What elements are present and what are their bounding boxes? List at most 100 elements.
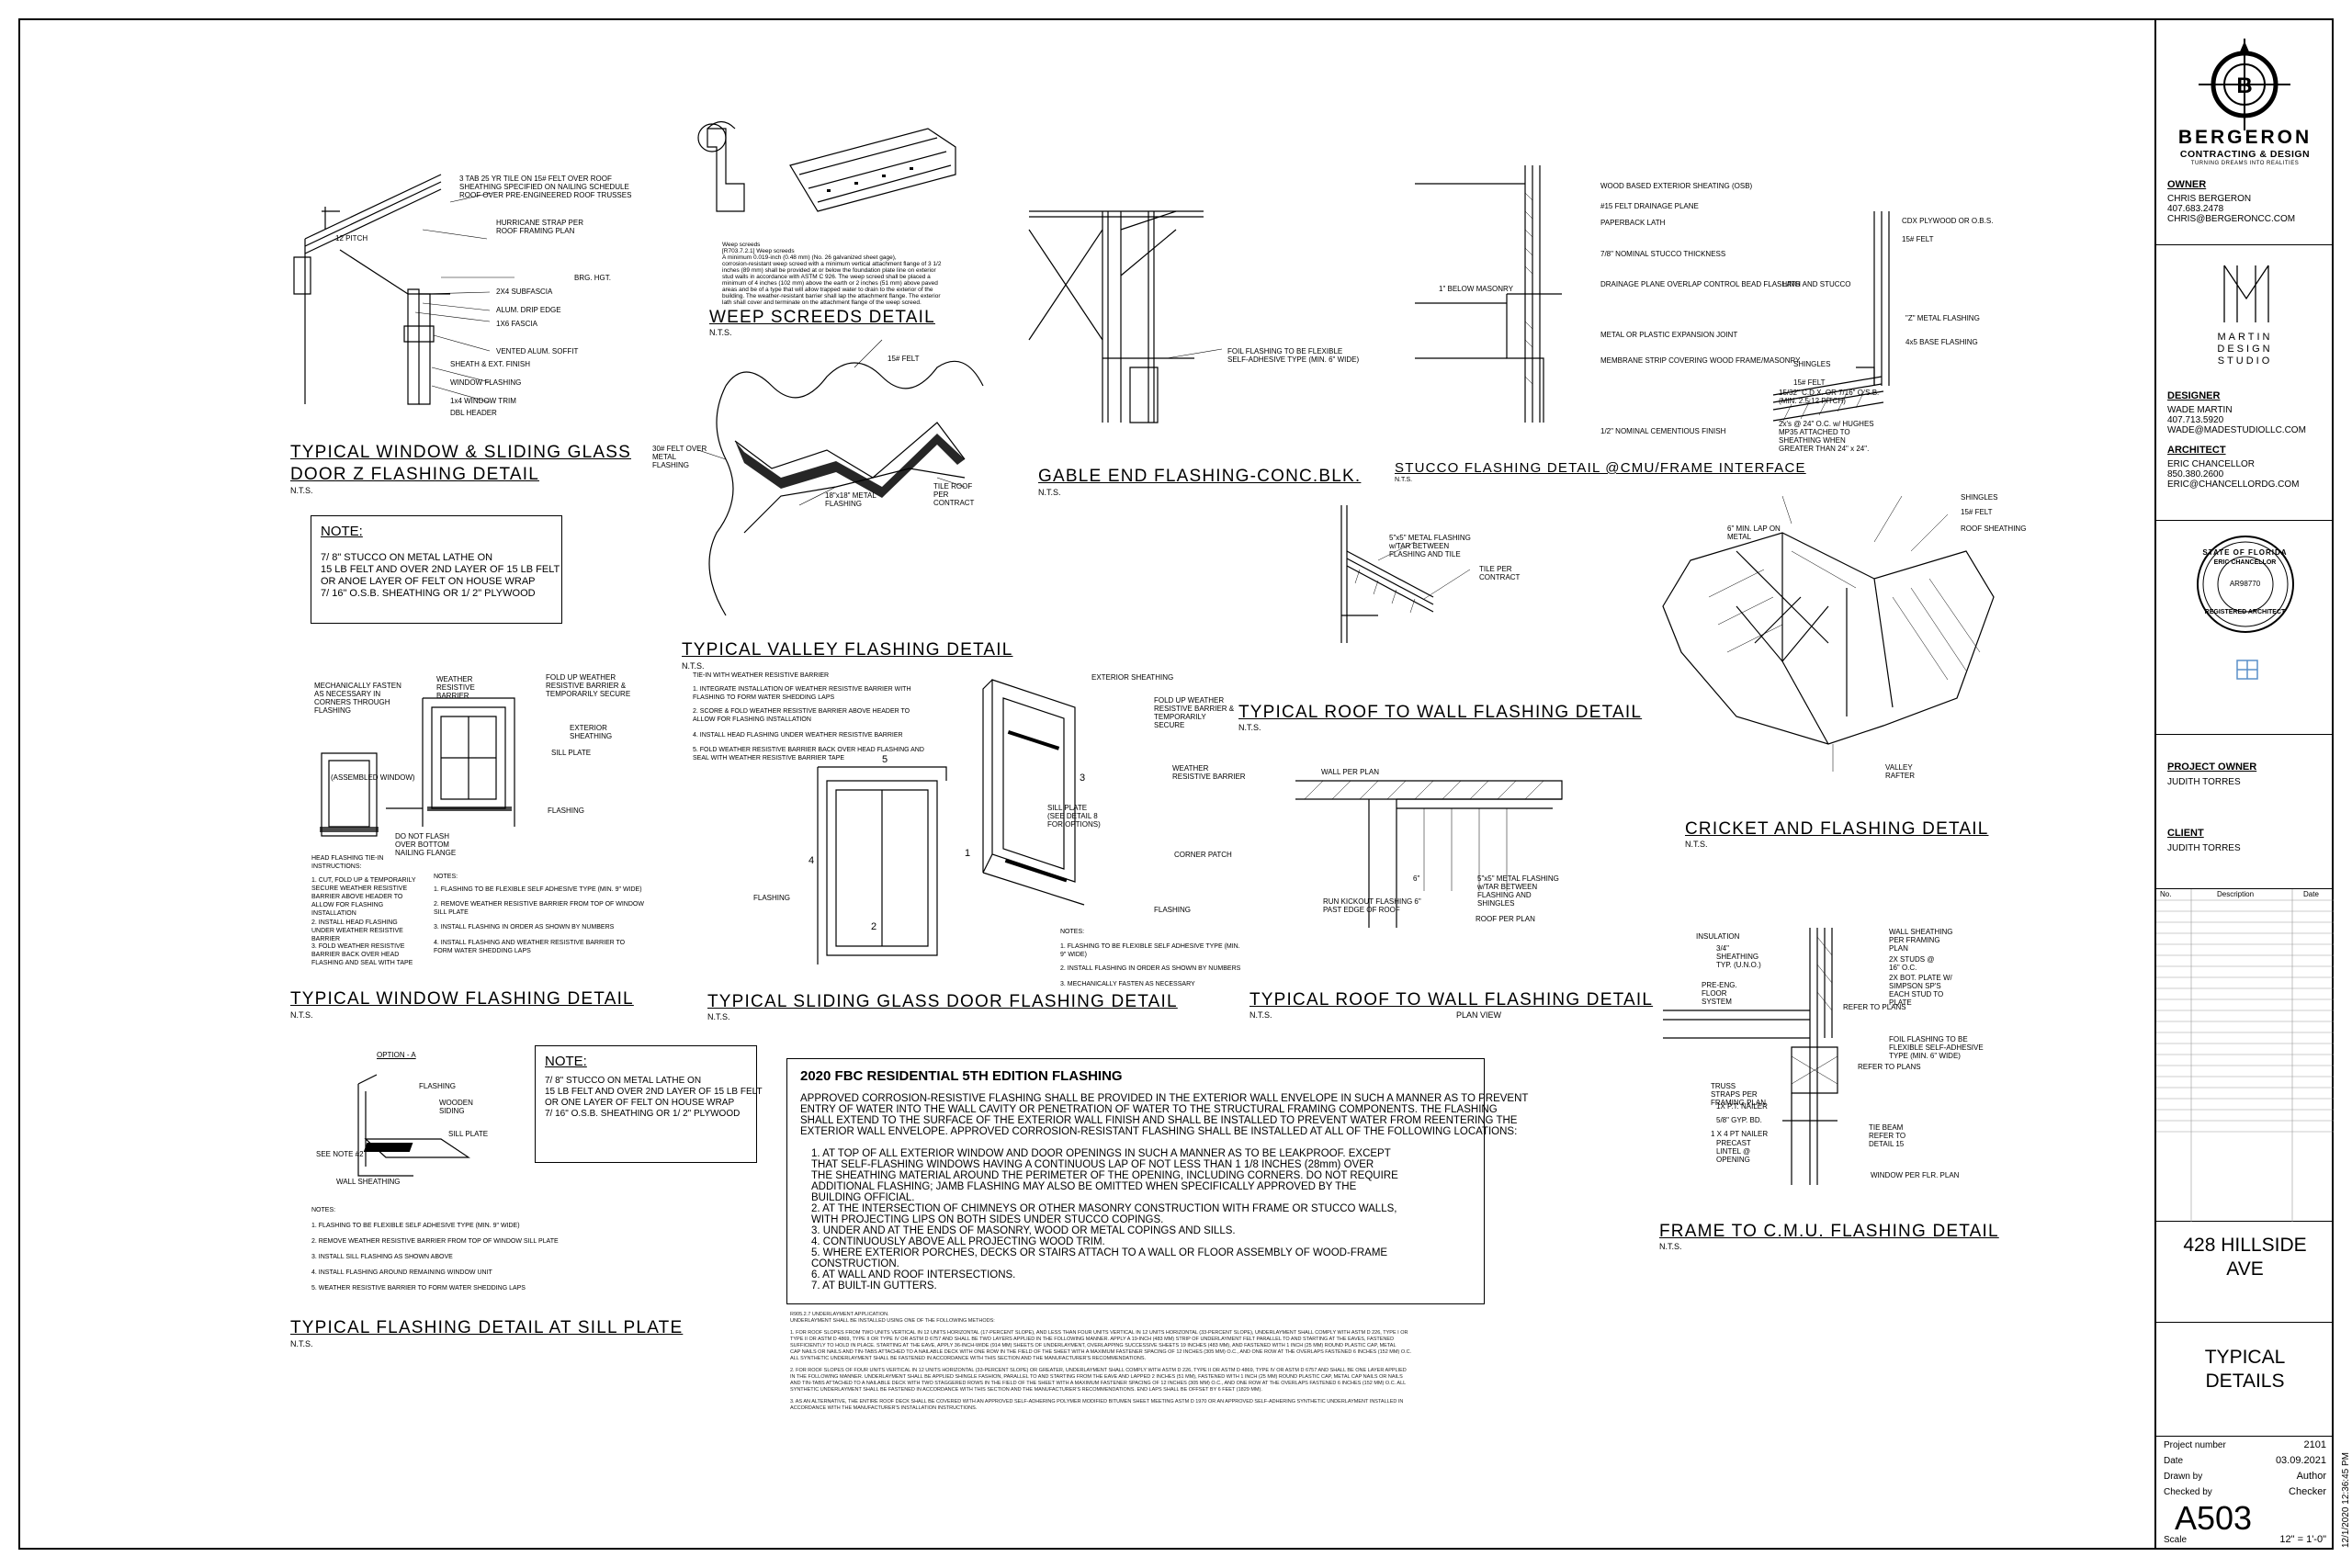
detail-scale: N.T.S. — [1395, 477, 1413, 483]
weep-note-line: [R703.7.2.1] Weep screeds — [722, 248, 795, 254]
client-name: JUDITH TORRES — [2167, 843, 2241, 853]
label: PRE-ENG. FLOOR SYSTEM — [1702, 981, 1737, 1006]
step-note: 2. REMOVE WEATHER RESISTIVE BARRIER FROM… — [311, 1238, 559, 1245]
label: SHEATHING SPECIFIED ON NAILING SCHEDULE — [459, 183, 629, 191]
label: 1X6 FASCIA — [496, 320, 537, 328]
detail-scale: N.T.S. — [1038, 488, 1061, 497]
step-note: 4. INSTALL HEAD FLASHING UNDER WEATHER R… — [693, 732, 903, 739]
step-note: 5. WEATHER RESISTIVE BARRIER TO FORM WAT… — [311, 1285, 526, 1292]
scale-value: 12" = 1'-0" — [2279, 1534, 2326, 1545]
weep-note-line: lath shall cover and terminate on the at… — [722, 299, 922, 306]
underlayment-line: R905.2.7 UNDERLAYMENT APPLICATION. — [790, 1312, 889, 1317]
label: WINDOW PER FLR. PLAN — [1871, 1171, 1960, 1179]
fbc-line: APPROVED CORROSION-RESISTIVE FLASHING SH… — [800, 1093, 1529, 1104]
step-note: HEAD FLASHING TIE-IN INSTRUCTIONS: — [311, 855, 384, 870]
date-value: 03.09.2021 — [2275, 1455, 2326, 1466]
fbc-line: 2. AT THE INTERSECTION OF CHIMNEYS OR OT… — [811, 1203, 1397, 1214]
label: WALL SHEATHING PER FRAMING PLAN — [1889, 928, 1953, 953]
sheet-number: A503 — [2175, 1499, 2253, 1537]
fbc-line: 7. AT BUILT-IN GUTTERS. — [811, 1280, 937, 1292]
revision-grid — [2156, 889, 2334, 1222]
scale-label: Scale — [2164, 1535, 2188, 1545]
label: FOIL FLASHING TO BE FLEXIBLE SELF-ADHESI… — [1889, 1035, 1984, 1060]
label: DBL HEADER — [450, 409, 497, 417]
architect-line: 850.380.2600 — [2167, 469, 2224, 479]
sheet-title-section: TYPICAL DETAILS — [2156, 1323, 2334, 1437]
detail-scale: N.T.S. — [290, 486, 313, 495]
step-note: 2. INSTALL HEAD FLASHING UNDER WEATHER R… — [311, 919, 403, 942]
label: 3 TAB 25 YR TILE ON 15# FELT OVER ROOF — [459, 175, 612, 183]
label: SHEATH & EXT. FINISH — [450, 360, 530, 368]
detail-scale: N.T.S. — [1250, 1010, 1272, 1020]
label: ROOF OVER PRE-ENGINEERED ROOF TRUSSES — [459, 191, 632, 199]
label: WINDOW FLASHING — [450, 378, 522, 387]
checked-by: Checker — [2289, 1486, 2326, 1497]
label: 6" — [1413, 874, 1420, 883]
label: 30# FELT OVER METAL FLASHING — [652, 445, 707, 469]
client-section: PROJECT OWNER JUDITH TORRES CLIENT JUDIT… — [2156, 735, 2334, 889]
detail-scale: N.T.S. — [707, 1012, 730, 1021]
company-subtitle: CONTRACTING & DESIGN — [2179, 149, 2311, 160]
detail-scale: N.T.S. — [709, 328, 732, 337]
fbc-line: ADDITIONAL FLASHING; JAMB FLASHING MAY A… — [811, 1181, 1357, 1192]
note-line: 15 LB FELT AND OVER 2ND LAYER OF 15 LB F… — [545, 1087, 763, 1097]
label: FLASHING — [753, 894, 791, 902]
label: BRG. HGT. — [574, 274, 612, 282]
label: METAL OR PLASTIC EXPANSION JOINT — [1600, 331, 1738, 339]
detail-scale: N.T.S. — [1685, 840, 1708, 849]
fbc-line: 6. AT WALL AND ROOF INTERSECTIONS. — [811, 1269, 1016, 1280]
label: SILL PLATE — [551, 749, 592, 757]
note-line: 7/ 8" STUCCO ON METAL LATHE ON — [545, 1076, 702, 1086]
sheet-title-line: TYPICAL — [2204, 1347, 2286, 1368]
label: WEATHER RESISTIVE BARRIER — [1172, 764, 1246, 781]
detail-sill-plate-drawing — [357, 1074, 470, 1177]
label: 5"x5" METAL FLASHING w/TAR BETWEEN FLASH… — [1477, 874, 1559, 908]
label: PRECAST LINTEL @ OPENING — [1716, 1139, 1751, 1164]
label: 1X P.T. NAILER — [1716, 1102, 1768, 1111]
sheet-title-line: DETAILS — [2205, 1371, 2285, 1392]
company-name: BERGERON — [2177, 127, 2312, 148]
fbc-line: BUILDING OFFICIAL. — [811, 1192, 915, 1203]
label: 12 PITCH — [335, 234, 368, 243]
detail-sliding-door-drawing: 1 2 3 4 5 — [808, 679, 1085, 964]
note-line: OR ANOE LAYER OF FELT ON HOUSE WRAP — [321, 576, 536, 587]
label: MEMBRANE STRIP COVERING WOOD FRAME/MASON… — [1600, 356, 1801, 365]
owner-line: CHRIS@BERGERONCC.COM — [2167, 214, 2296, 224]
weep-note-line: A minimum 0.019-inch (0.48 mm) (No. 26 g… — [722, 254, 897, 261]
rev-header-date: Date — [2303, 890, 2319, 898]
architect-line: ERIC CHANCELLOR — [2167, 459, 2256, 469]
label: FOIL FLASHING TO BE FLEXIBLE — [1227, 347, 1343, 355]
architect-label: ARCHITECT — [2167, 445, 2226, 456]
label: RUN KICKOUT FLASHING 6" PAST EDGE OF ROO… — [1323, 897, 1421, 914]
step-note: NOTES: — [434, 874, 458, 880]
detail-roof-wall-section-drawing — [1772, 211, 1890, 423]
underlayment-line: 3. AS AN ALTERNATIVE, THE ENTIRE ROOF DE… — [790, 1399, 1404, 1404]
weep-note-line: corrosion-resistant weep screed with a m… — [722, 261, 942, 267]
label: 2X STUDS @ 16" O.C. — [1889, 955, 1935, 972]
underlayment-line: SYNTHETIC UNDERLAYMENT SHALL BE FASTENED… — [790, 1387, 1262, 1393]
label: ROOF SHEATHING — [1961, 525, 2027, 533]
detail-scale: N.T.S. — [1659, 1242, 1682, 1251]
detail-weep-screeds-drawing — [697, 120, 956, 212]
label: WOOD BASED EXTERIOR SHEATING (OSB) — [1600, 182, 1753, 190]
label: 7/8" NOMINAL STUCCO THICKNESS — [1600, 250, 1726, 258]
label: 1 X 4 PT NAILER — [1711, 1130, 1769, 1138]
label: WOODEN SIDING — [439, 1099, 473, 1115]
label: ROOF PER PLAN — [1476, 915, 1535, 923]
step-note: NOTES: — [311, 1207, 336, 1213]
designer-label: DESIGNER — [2167, 390, 2221, 401]
label: CORNER PATCH — [1174, 851, 1232, 859]
drawn-by-label: Drawn by — [2164, 1472, 2203, 1482]
detail-title: CRICKET AND FLASHING DETAIL — [1685, 819, 1989, 839]
detail-window-z-flashing-drawing — [293, 174, 514, 405]
label: EXTERIOR SHEATHING — [1091, 673, 1174, 682]
weep-note-line: building. The weather-resistant barrier … — [722, 293, 941, 299]
underlayment-line: TYPE II OR ASTM D 4869, TYPE II OR TYPE … — [790, 1337, 1395, 1342]
studio-line: MARTIN — [2217, 332, 2273, 343]
detail-title: TYPICAL WINDOW FLASHING DETAIL — [290, 989, 634, 1009]
label: 15# FELT — [1902, 235, 1934, 243]
weep-note-line: Weep screeds — [722, 242, 761, 248]
underlayment-line: SUFFICIENTLY TO HOLD IN PLACE. STARTING … — [790, 1343, 1396, 1348]
detail-stucco-flashing-drawing — [1415, 165, 1562, 423]
